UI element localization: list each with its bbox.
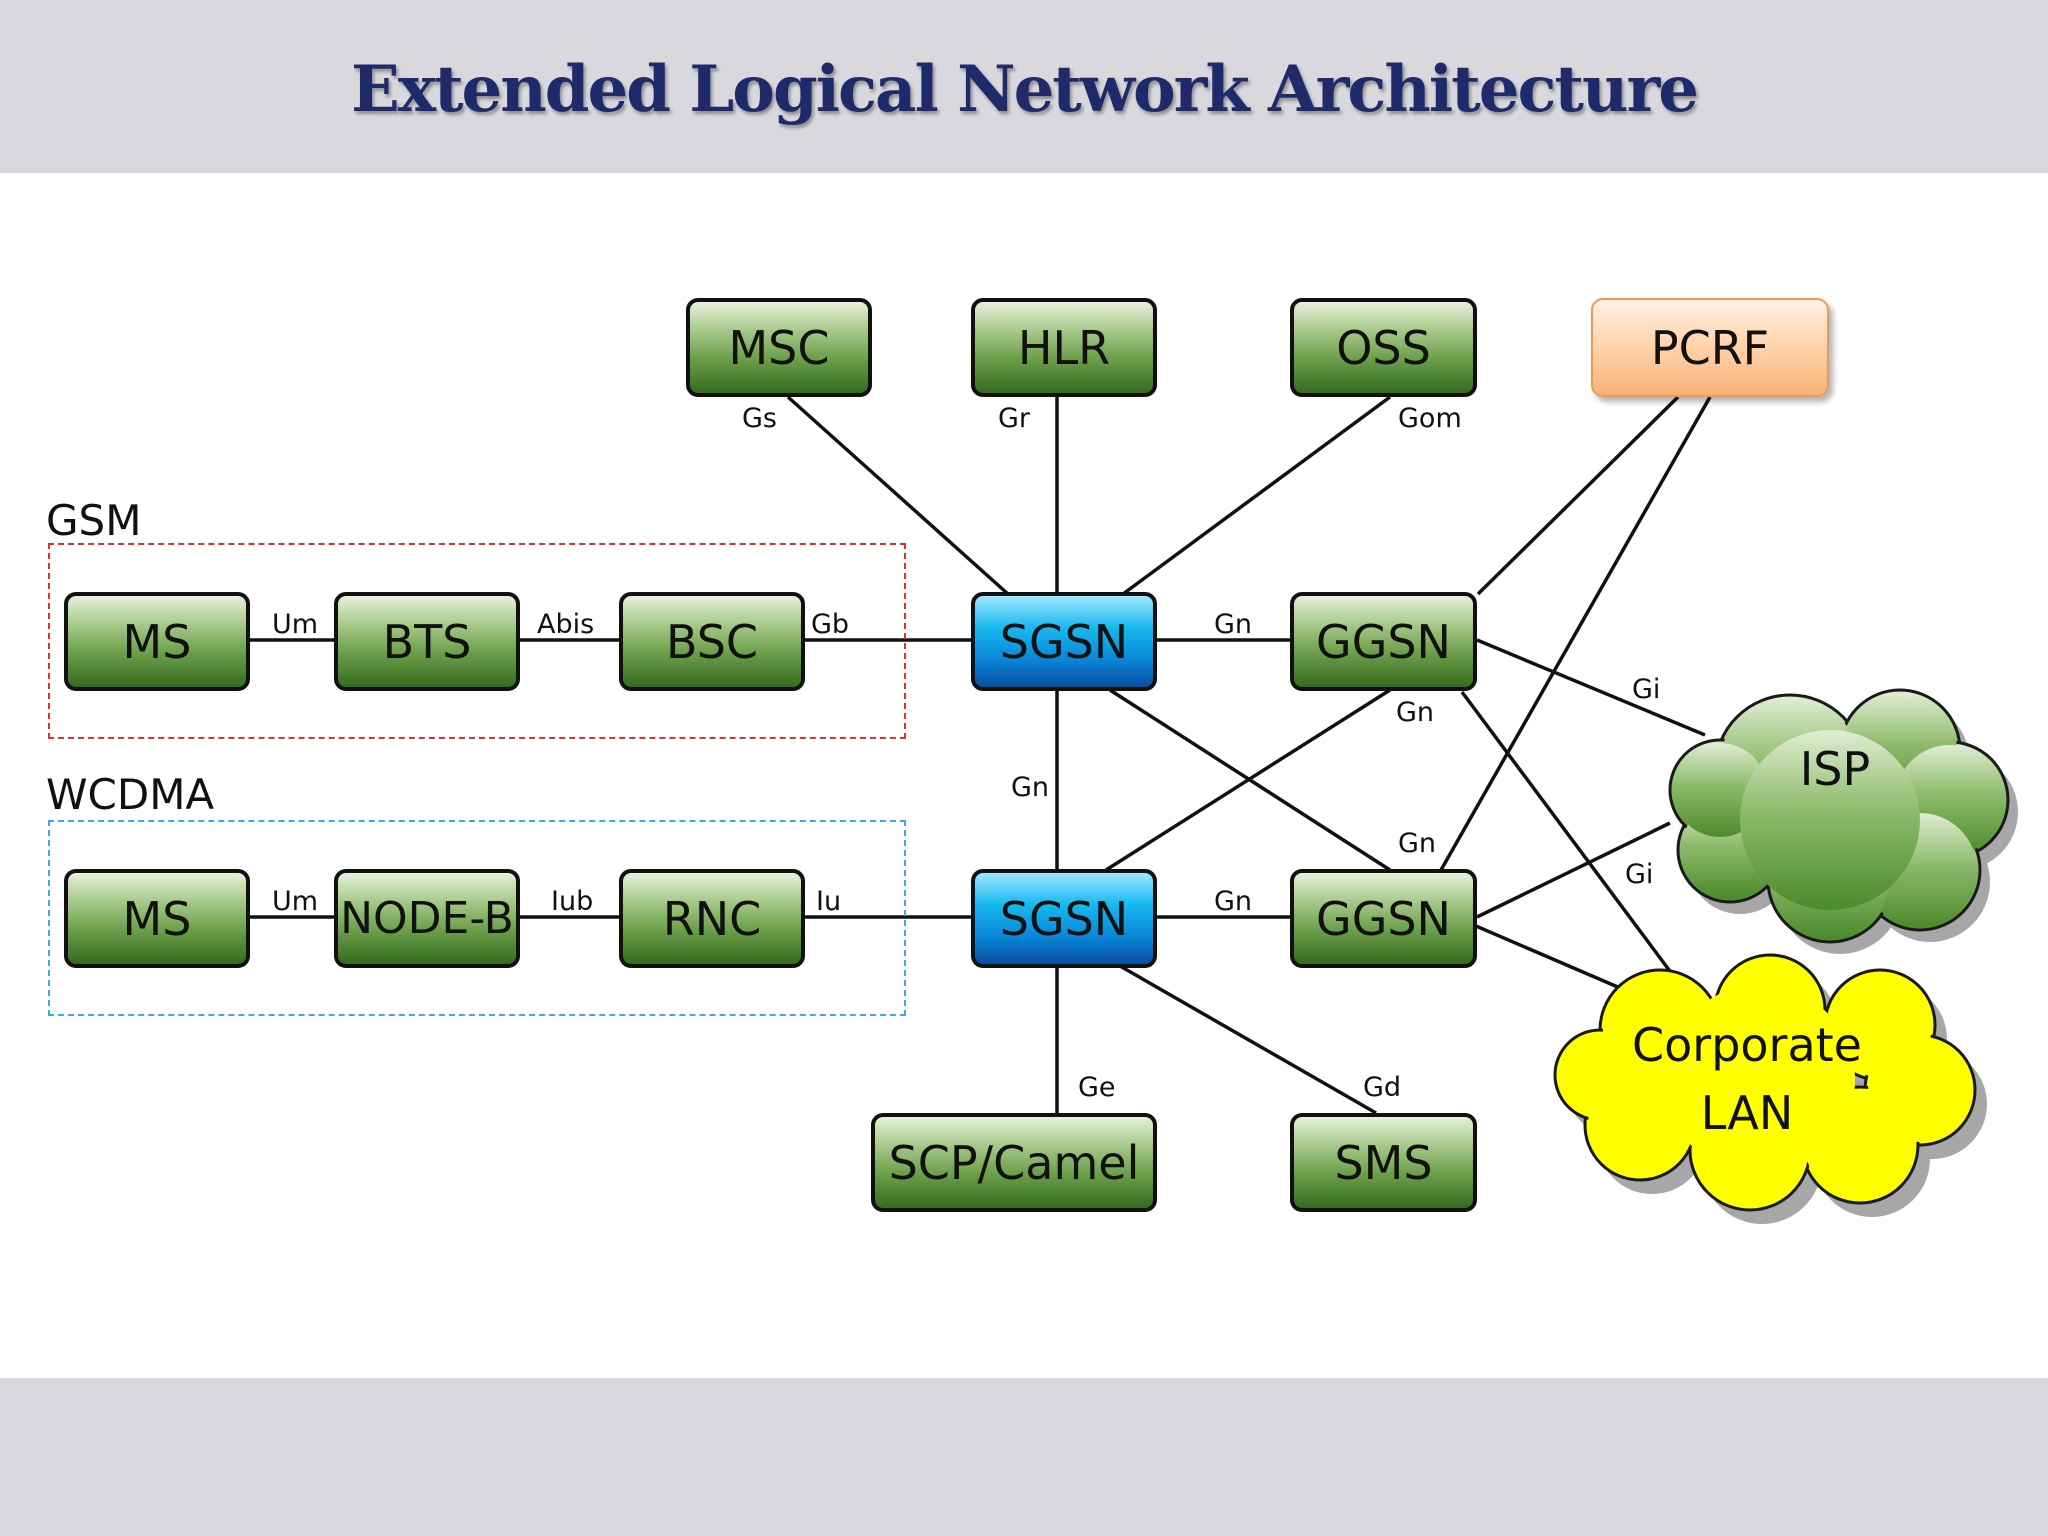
iface-gs: Gs bbox=[742, 403, 777, 434]
iface-gd: Gd bbox=[1363, 1072, 1402, 1103]
iface-um-gsm: Um bbox=[272, 609, 319, 640]
link-oss-sgsn bbox=[1121, 395, 1392, 596]
ms-gsm-node[interactable]: MS bbox=[64, 592, 250, 691]
iface-ge: Ge bbox=[1078, 1072, 1116, 1103]
iface-gn-top: Gn bbox=[1214, 609, 1253, 640]
iface-abis: Abis bbox=[537, 609, 595, 640]
ggsn-top-node[interactable]: GGSN bbox=[1290, 592, 1477, 691]
sms-node[interactable]: SMS bbox=[1290, 1113, 1477, 1212]
iface-iub: Iub bbox=[551, 886, 594, 917]
iface-gn-cross-top: Gn bbox=[1396, 697, 1435, 728]
hlr-node[interactable]: HLR bbox=[971, 298, 1157, 397]
page-title: Extended Logical Network Architecture bbox=[351, 52, 1699, 127]
oss-node[interactable]: OSS bbox=[1290, 298, 1477, 397]
corporate-label: Corporate bbox=[1632, 1018, 1862, 1072]
gsm-group-box bbox=[48, 543, 906, 739]
group-label-gsm: GSM bbox=[46, 496, 142, 545]
iface-um-wcdma: Um bbox=[272, 886, 319, 917]
link-sgsn-sms bbox=[1119, 964, 1377, 1115]
bsc-node[interactable]: BSC bbox=[619, 592, 805, 691]
ms-wcdma-node[interactable]: MS bbox=[64, 869, 250, 968]
bts-node[interactable]: BTS bbox=[334, 592, 520, 691]
link-ggsn-top-isp bbox=[1476, 638, 1706, 737]
link-ggsn-bottom-isp bbox=[1476, 821, 1671, 919]
pcrf-node[interactable]: PCRF bbox=[1591, 298, 1829, 397]
link-ggsn-top-sgsn-bottom bbox=[1105, 688, 1391, 872]
title-band bbox=[0, 0, 2048, 173]
isp-label: ISP bbox=[1799, 742, 1871, 796]
wcdma-group-box bbox=[48, 820, 906, 1016]
iface-gb: Gb bbox=[811, 609, 850, 640]
corporate-lan-cloud bbox=[1553, 953, 1987, 1224]
iface-gn-cross-bottom: Gn bbox=[1398, 828, 1437, 859]
isp-cloud bbox=[1668, 688, 2018, 954]
msc-node[interactable]: MSC bbox=[686, 298, 872, 397]
ggsn-bottom-node[interactable]: GGSN bbox=[1290, 869, 1477, 968]
lan-label: LAN bbox=[1700, 1086, 1794, 1140]
group-label-wcdma: WCDMA bbox=[46, 770, 215, 819]
link-pcrf-ggsn-top bbox=[1476, 395, 1680, 596]
scp-camel-node[interactable]: SCP/Camel bbox=[871, 1113, 1157, 1212]
rnc-node[interactable]: RNC bbox=[619, 869, 805, 968]
footer-band bbox=[0, 1378, 2048, 1536]
link-pcrf-ggsn-bottom bbox=[1439, 396, 1712, 871]
sgsn-top-node[interactable]: SGSN bbox=[971, 592, 1157, 691]
nodeb-node[interactable]: NODE-B bbox=[334, 869, 520, 968]
iface-iu: Iu bbox=[816, 886, 842, 917]
iface-gn-vertical: Gn bbox=[1011, 772, 1050, 803]
iface-gr: Gr bbox=[998, 403, 1031, 434]
iface-gi-bottom: Gi bbox=[1625, 859, 1654, 890]
iface-gi-top: Gi bbox=[1632, 674, 1661, 705]
iface-gn-bottom: Gn bbox=[1214, 886, 1253, 917]
link-msc-sgsn bbox=[786, 395, 1010, 596]
link-ggsn-top-corp bbox=[1460, 690, 1680, 984]
sgsn-bottom-node[interactable]: SGSN bbox=[971, 869, 1157, 968]
iface-gom: Gom bbox=[1398, 403, 1462, 434]
